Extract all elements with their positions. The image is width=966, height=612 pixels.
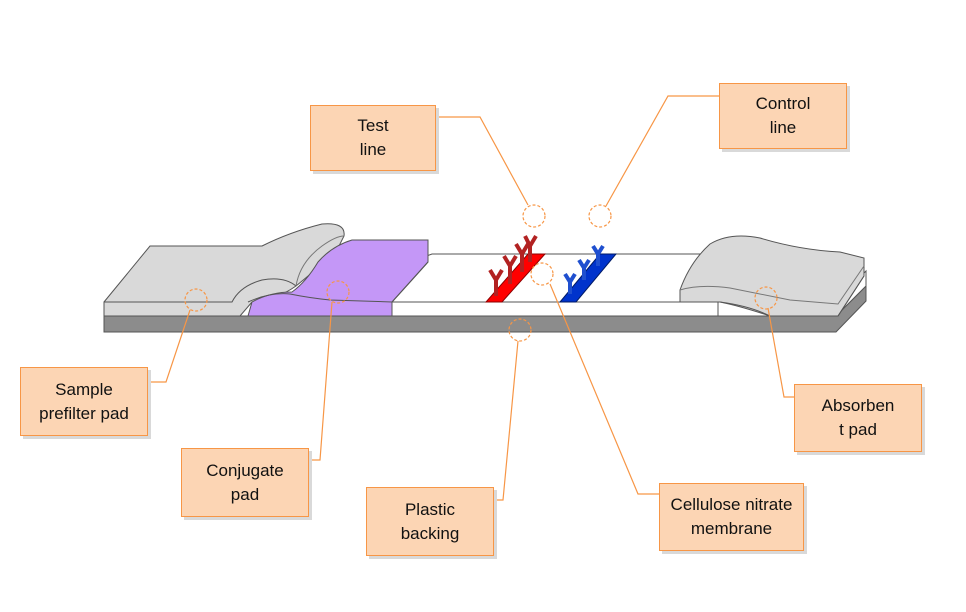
plastic-backing-label: Plastic backing xyxy=(400,499,460,543)
conjugate-pad xyxy=(247,239,429,317)
absorbent-pad xyxy=(679,235,865,317)
control-line-label: Control line xyxy=(755,94,811,137)
marker-test-line xyxy=(522,204,546,228)
sample-pad-label: Sample prefilter pad xyxy=(39,379,129,423)
control-line xyxy=(558,253,618,303)
callout-sample-prefilter-pad: Sample prefilter pad xyxy=(20,367,148,436)
marker-plastic-backing xyxy=(508,318,532,342)
callout-plastic-backing: Plastic backing xyxy=(366,487,494,556)
callout-cellulose-membrane: Cellulose nitrate membrane xyxy=(659,483,804,551)
marker-control-line xyxy=(588,204,612,228)
marker-absorbent-pad xyxy=(754,286,778,310)
marker-conjugate-pad xyxy=(326,280,350,304)
callout-test-line: Test line xyxy=(310,105,436,171)
markers xyxy=(184,204,778,342)
test-line xyxy=(484,253,547,303)
test-line-antibodies xyxy=(488,234,538,296)
marker-membrane xyxy=(530,262,554,286)
callout-conjugate-pad: Conjugate pad xyxy=(181,448,309,517)
test-line-label: Test line xyxy=(357,116,389,159)
cellulose-membrane-label: Cellulose nitrate membrane xyxy=(670,495,793,538)
callout-control-line: Control line xyxy=(719,83,847,149)
control-line-antibodies xyxy=(563,244,605,294)
conjugate-pad-label: Conjugate pad xyxy=(206,460,284,504)
leader-lines xyxy=(146,95,794,501)
absorbent-pad-label: Absorben t pad xyxy=(821,396,895,439)
callout-absorbent-pad: Absorben t pad xyxy=(794,384,922,452)
marker-sample-pad xyxy=(184,288,208,312)
